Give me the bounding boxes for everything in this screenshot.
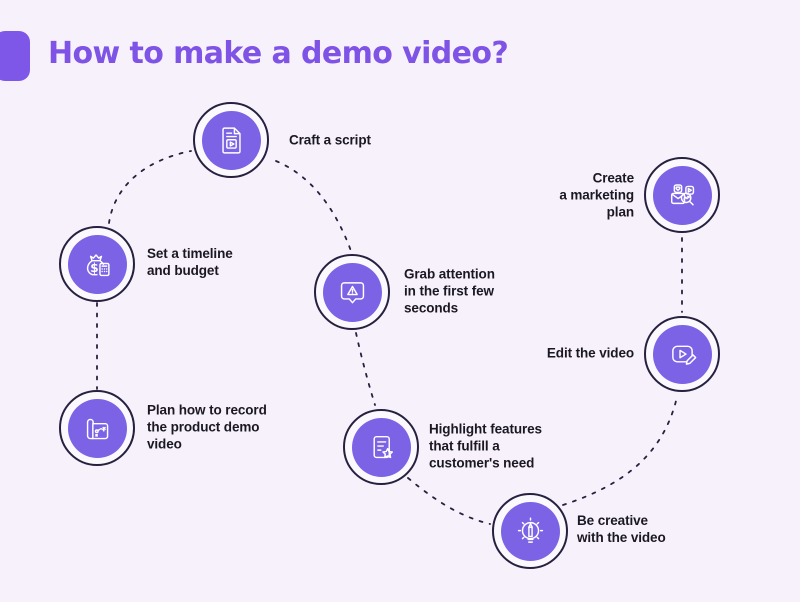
video-edit-icon — [665, 337, 700, 372]
document-star-icon — [364, 430, 399, 465]
step-label-highlight-features: Highlight features that fulfill a custom… — [429, 421, 542, 471]
step-node-edit-video — [644, 316, 720, 392]
script-document-icon — [214, 123, 249, 158]
page-title: How to make a demo video? — [48, 36, 509, 71]
step-circle: $ — [67, 234, 127, 294]
step-circle — [500, 501, 560, 561]
step-node-marketing-plan — [644, 157, 720, 233]
step-circle — [652, 324, 712, 384]
step-circle — [652, 165, 712, 225]
marketing-search-icon — [665, 178, 700, 213]
step-circle — [67, 398, 127, 458]
connector-timeline-to-craft — [108, 150, 192, 224]
step-label-be-creative: Be creative with the video — [577, 513, 666, 545]
step-label-craft-a-script: Craft a script — [289, 132, 371, 148]
step-circle — [322, 262, 382, 322]
connector-creative-to-edit — [562, 396, 678, 506]
connector-craft-to-attention — [275, 160, 352, 252]
step-label-grab-attention: Grab attention in the first few seconds — [404, 266, 495, 316]
step-node-highlight-features — [343, 409, 419, 485]
alert-bubble-icon — [335, 275, 370, 310]
connector-highlight-to-creative — [407, 477, 491, 525]
step-label-marketing-plan: Create a marketing plan — [559, 170, 634, 220]
step-label-plan-recording: Plan how to record the product demo vide… — [147, 402, 267, 452]
step-node-grab-attention — [314, 254, 390, 330]
bulb-pencil-icon — [513, 514, 548, 549]
step-node-plan-recording — [59, 390, 135, 466]
money-budget-icon: $ — [80, 247, 115, 282]
step-label-edit-video: Edit the video — [546, 345, 634, 361]
title-accent-bar — [0, 31, 30, 81]
step-circle — [351, 417, 411, 477]
step-node-set-timeline-budget: $ — [59, 226, 135, 302]
step-circle — [201, 110, 261, 170]
step-node-craft-a-script — [193, 102, 269, 178]
svg-text:$: $ — [90, 260, 98, 274]
map-plan-icon — [80, 411, 115, 446]
connector-attention-to-highlight — [355, 332, 376, 406]
step-label-set-timeline-budget: Set a timeline and budget — [147, 246, 233, 278]
step-node-be-creative — [492, 493, 568, 569]
